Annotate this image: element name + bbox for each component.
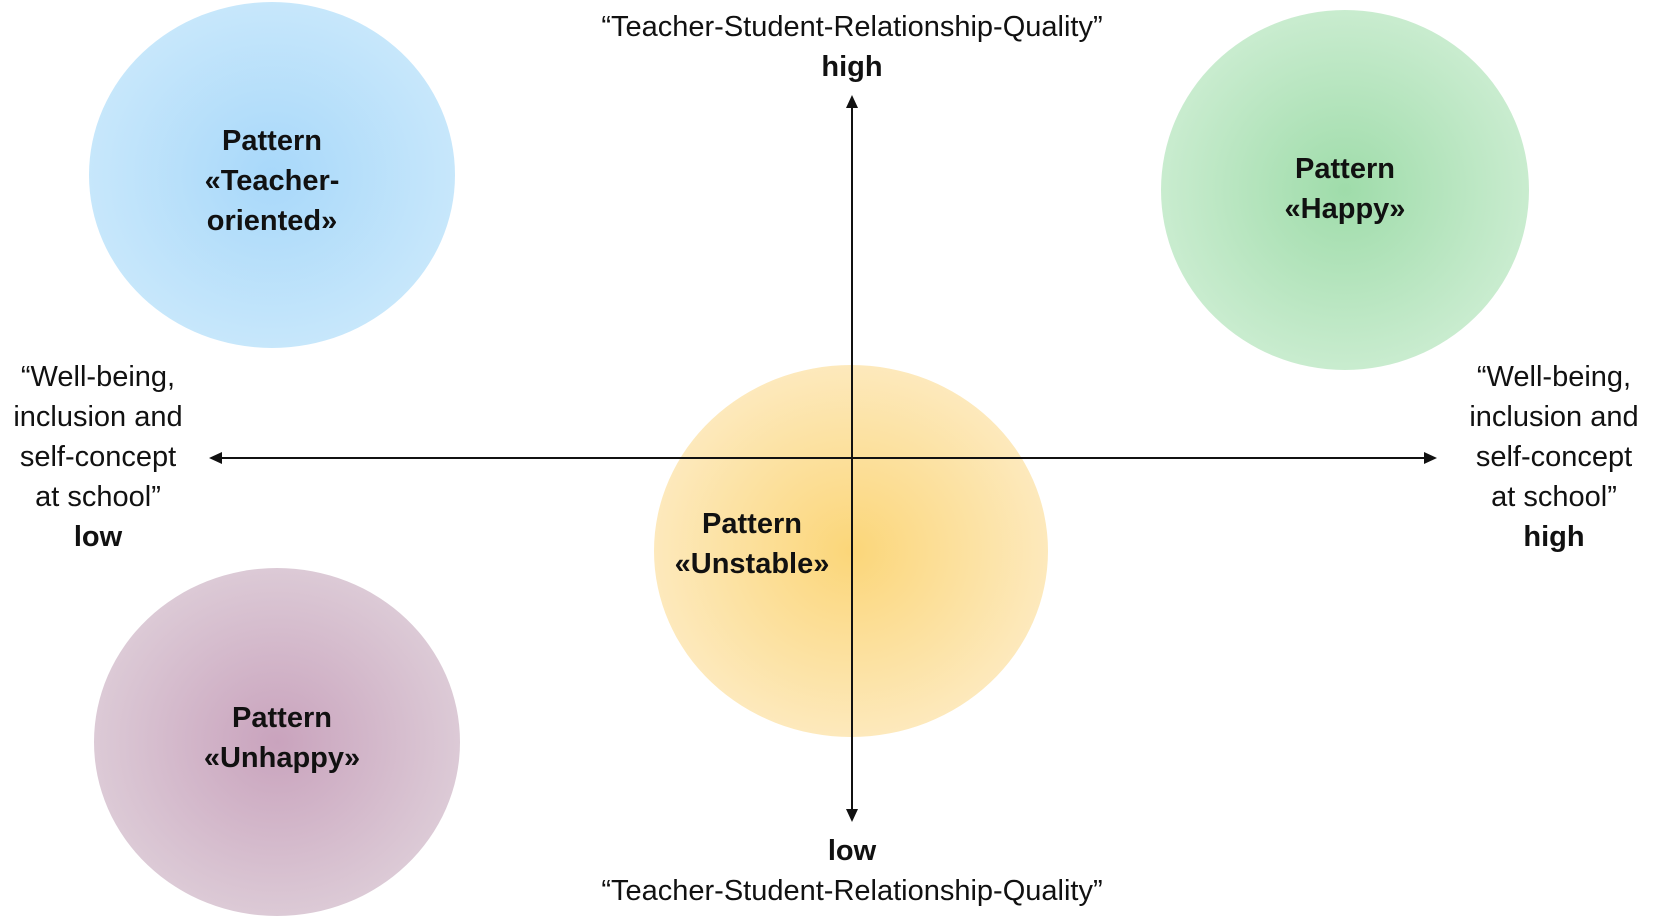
- pattern-teacher-oriented-line-2: «Teacher-: [204, 165, 340, 197]
- axis-right-line-1: “Well-being,: [1476, 361, 1632, 393]
- axis-top-level: high: [821, 51, 883, 83]
- axis-label-left: “Well-being, inclusion and self-concept …: [0, 357, 196, 557]
- pattern-happy-line-1: Pattern: [1295, 153, 1395, 185]
- axis-right-line-4: at school”: [1491, 481, 1617, 513]
- pattern-unstable-line-2: «Unstable»: [674, 548, 830, 580]
- horizontal-axis: [209, 452, 1437, 464]
- axis-left-line-1: “Well-being,: [20, 361, 176, 393]
- pattern-unhappy-line-1: Pattern: [232, 702, 332, 734]
- pattern-teacher-oriented-line-3: oriented»: [206, 205, 338, 237]
- pattern-happy-line-2: «Happy»: [1284, 193, 1406, 225]
- pattern-unhappy-line-2: «Unhappy»: [203, 742, 361, 774]
- axis-bottom-quote: “Teacher-Student-Relationship-Quality”: [601, 875, 1103, 907]
- pattern-unstable-line-1: Pattern: [702, 508, 802, 540]
- axis-left-line-2: inclusion and: [13, 401, 183, 433]
- circle-teacher-oriented: [89, 2, 455, 348]
- pattern-unhappy-label: Pattern «Unhappy»: [182, 698, 382, 778]
- pattern-teacher-oriented-line-1: Pattern: [222, 125, 322, 157]
- axis-bottom-level: low: [827, 835, 877, 867]
- axis-left-line-3: self-concept: [19, 441, 177, 473]
- circle-happy: [1161, 10, 1529, 370]
- axis-right-line-3: self-concept: [1475, 441, 1633, 473]
- pattern-happy-label: Pattern «Happy»: [1245, 149, 1445, 229]
- axis-label-right: “Well-being, inclusion and self-concept …: [1456, 357, 1652, 557]
- axis-label-top: “Teacher-Student-Relationship-Quality” h…: [566, 7, 1138, 87]
- axis-right-level: high: [1523, 521, 1585, 553]
- axis-top-quote: “Teacher-Student-Relationship-Quality”: [601, 11, 1103, 43]
- axis-left-line-4: at school”: [35, 481, 161, 513]
- circle-unhappy: [94, 568, 460, 916]
- pattern-teacher-oriented-label: Pattern «Teacher- oriented»: [172, 121, 372, 241]
- axis-right-line-2: inclusion and: [1469, 401, 1639, 433]
- axis-left-level: low: [73, 521, 123, 553]
- axis-label-bottom: low “Teacher-Student-Relationship-Qualit…: [566, 831, 1138, 911]
- pattern-unstable-label: Pattern «Unstable»: [652, 504, 852, 584]
